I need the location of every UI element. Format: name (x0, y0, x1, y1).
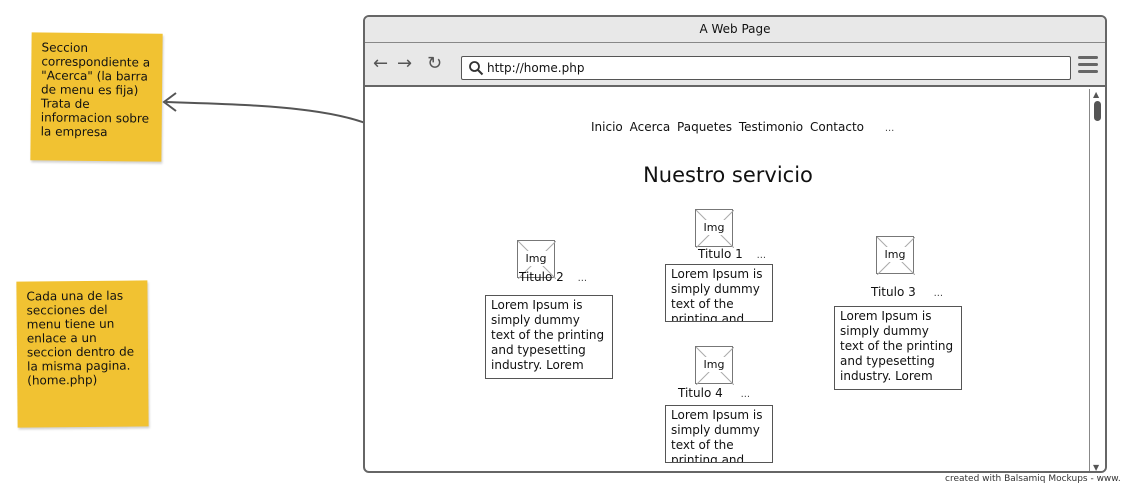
scroll-up-icon[interactable]: ▲ (1093, 90, 1100, 99)
arrow-right-icon[interactable]: → (397, 53, 413, 74)
section-heading: Nuestro servicio (643, 163, 813, 187)
browser-toolbar: ← → ↻ http://home.php (365, 43, 1105, 87)
card-title-4-text: Titulo 4 (678, 386, 723, 400)
menu-link-testimonio[interactable]: Testimonio (738, 120, 804, 134)
card-title-2: Titulo 2 ... (519, 270, 587, 284)
menu-link-contacto[interactable]: Contacto (809, 120, 864, 134)
card-title-4: Titulo 4 ... (678, 386, 750, 400)
card-title-3-text: Titulo 3 (871, 285, 916, 299)
card-title-3: Titulo 3 ... (871, 285, 943, 299)
card-title-1: Titulo 1 ... (698, 247, 766, 261)
browser-window: A Web Page ← → ↻ http://home.php Inicio … (363, 15, 1107, 473)
credit-text: created with Balsamiq Mockups - www. (945, 474, 1121, 484)
card-text-2: Lorem Ipsum is simply dummy text of the … (485, 295, 613, 379)
card-text-4: Lorem Ipsum is simply dummy text of the … (665, 405, 773, 463)
vertical-scrollbar[interactable]: ▲ ▼ (1089, 89, 1105, 472)
search-icon (469, 61, 484, 76)
image-placeholder-2: Img (517, 240, 556, 279)
menu-ellipsis: ... (884, 123, 895, 134)
hamburger-menu-icon[interactable] (1078, 56, 1098, 74)
page-content: Inicio Acerca Paquetes Testimonio Contac… (365, 89, 1091, 471)
card-ellipsis-2: ... (577, 273, 588, 284)
card-text-1: Lorem Ipsum is simply dummy text of the … (665, 264, 773, 322)
address-bar[interactable]: http://home.php (461, 56, 1071, 80)
reload-icon[interactable]: ↻ (427, 53, 443, 74)
arrow-left-icon[interactable]: ← (373, 53, 389, 74)
image-placeholder-4: Img (695, 346, 734, 385)
nav-menu: Inicio Acerca Paquetes Testimonio Contac… (591, 120, 897, 134)
image-label-1: Img (700, 220, 728, 235)
card-text-3: Lorem Ipsum is simply dummy text of the … (834, 306, 962, 390)
card-ellipsis-1: ... (756, 250, 767, 261)
image-placeholder-3: Img (876, 236, 915, 275)
card-title-1-text: Titulo 1 (698, 247, 743, 261)
menu-link-acerca[interactable]: Acerca (629, 120, 671, 134)
card-ellipsis-4: ... (740, 389, 751, 400)
url-text: http://home.php (487, 61, 585, 75)
scroll-down-icon[interactable]: ▼ (1093, 463, 1100, 472)
menu-link-inicio[interactable]: Inicio (591, 120, 623, 134)
card-title-2-text: Titulo 2 (519, 270, 564, 284)
image-placeholder-1: Img (695, 209, 734, 248)
image-label-4: Img (700, 357, 728, 372)
sticky-note-menu-links: Cada una de las secciones del menu tiene… (16, 280, 149, 428)
image-label-2: Img (522, 251, 550, 266)
menu-link-paquetes[interactable]: Paquetes (677, 120, 733, 134)
window-title: A Web Page (365, 17, 1105, 43)
sticky-note-acerca: Seccion correspondiente a "Acerca" (la b… (30, 32, 163, 162)
image-label-3: Img (881, 247, 909, 262)
scroll-thumb[interactable] (1094, 101, 1101, 121)
card-ellipsis-3: ... (933, 288, 944, 299)
